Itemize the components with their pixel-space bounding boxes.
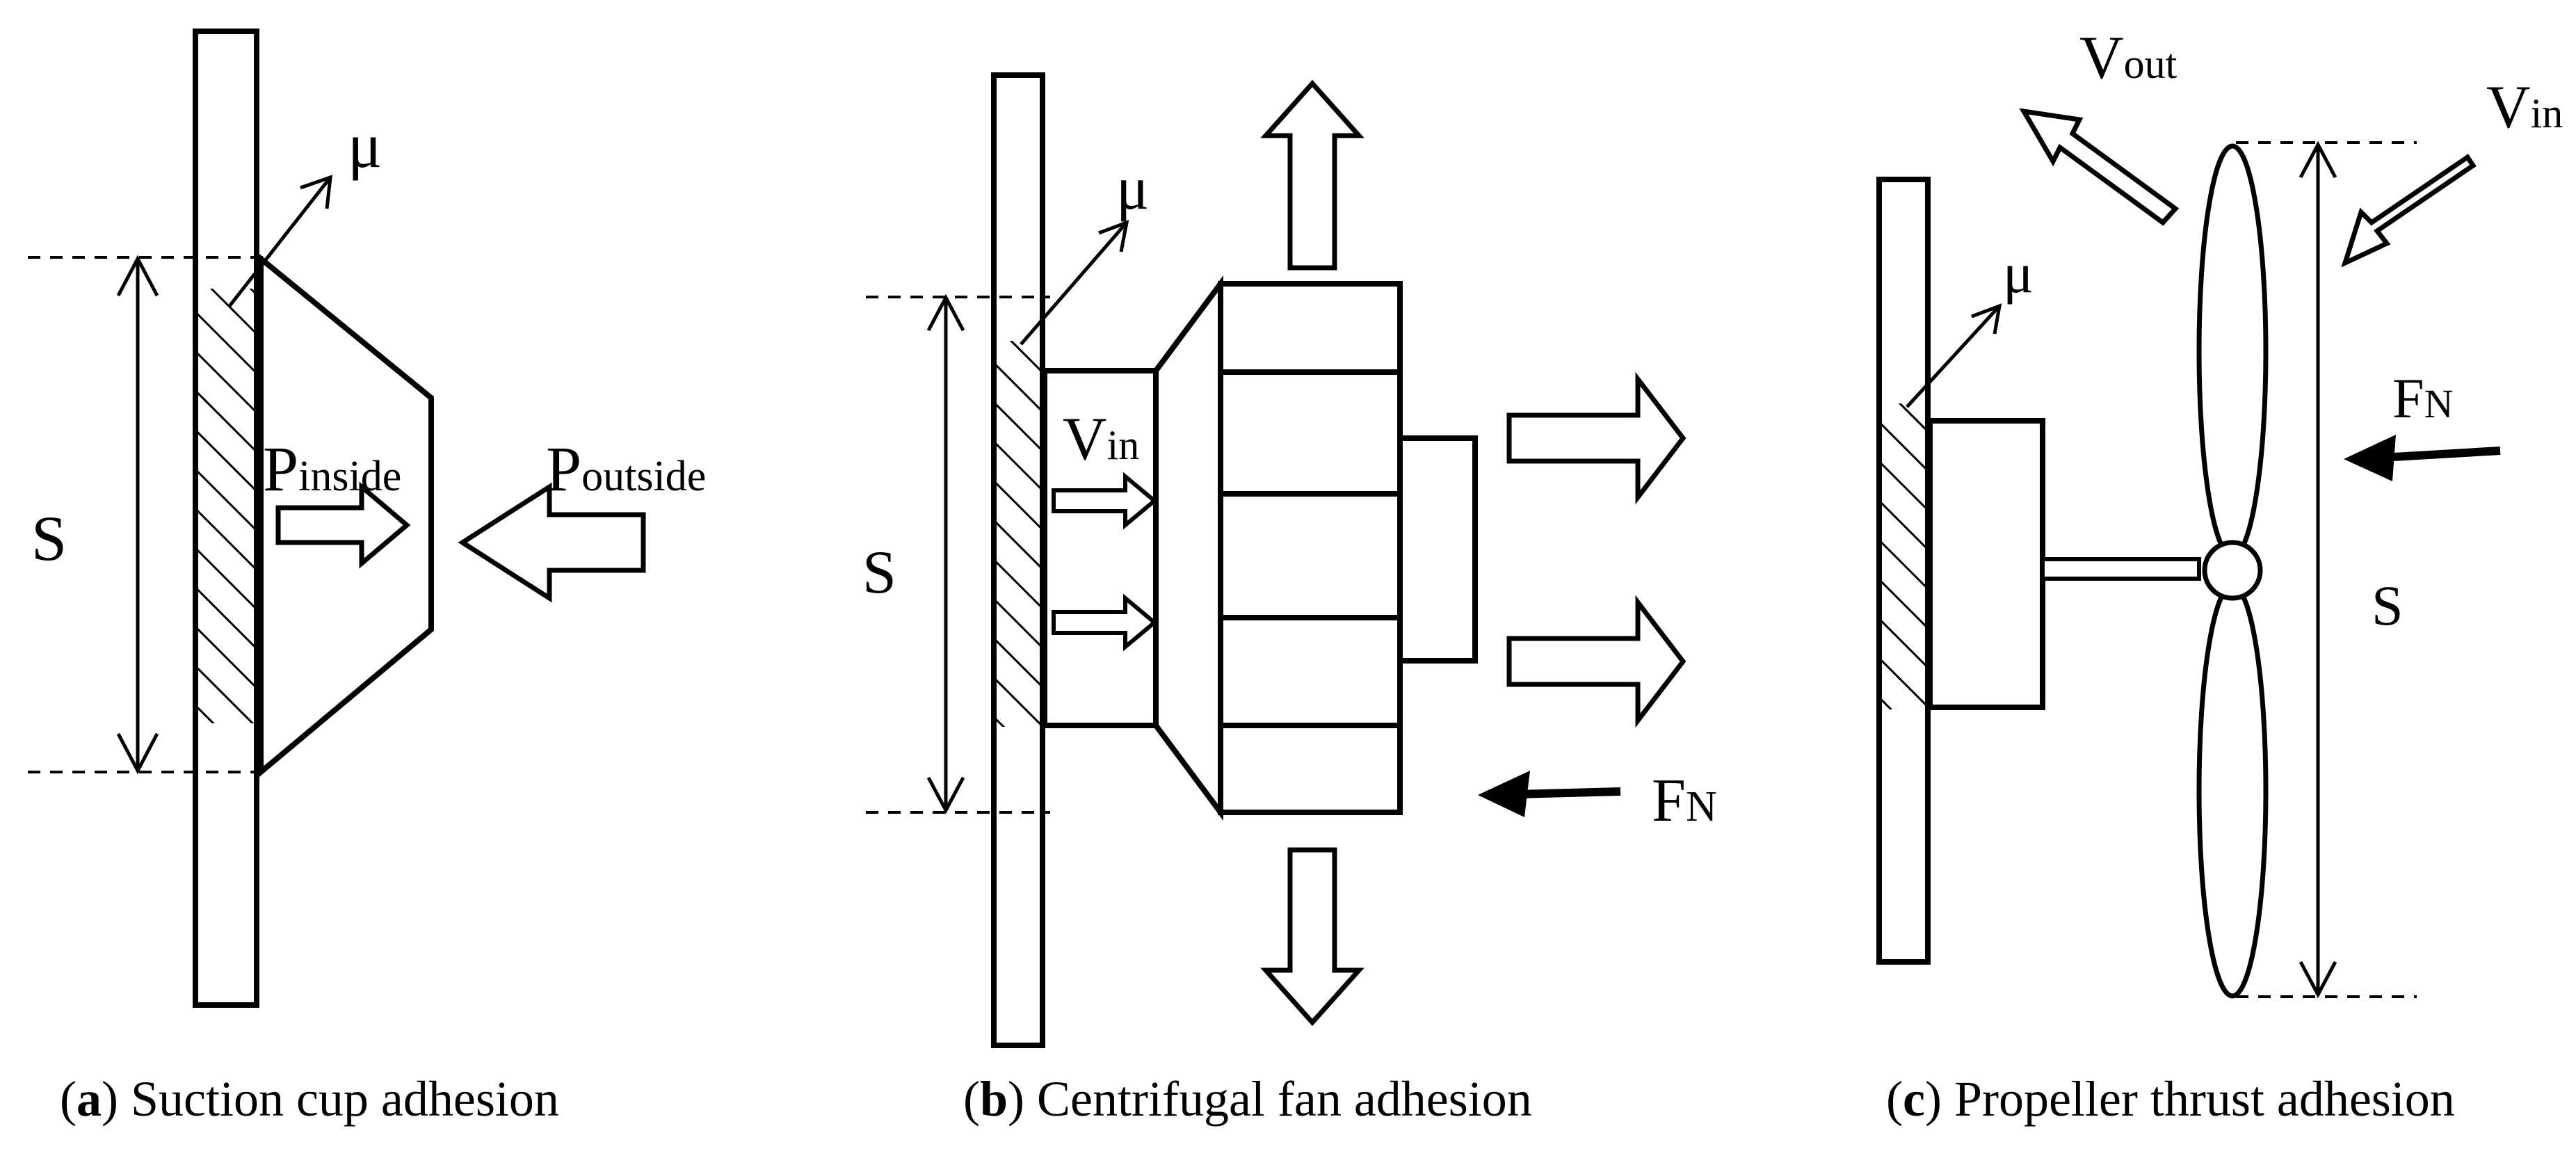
dimension-arrow-s	[2299, 140, 2337, 999]
label-f-n: FN	[2392, 367, 2454, 430]
outflow-arrow-bottom	[1260, 847, 1365, 1027]
propeller-blade-top	[2196, 143, 2269, 559]
inflow-arrow	[2341, 154, 2477, 268]
fan-shroud	[1153, 275, 1223, 821]
label-v-out: Vout	[2079, 24, 2177, 92]
label-v-in: Vin	[1063, 405, 1139, 473]
label-s: S	[2372, 574, 2404, 637]
caption-letter: b	[979, 1071, 1008, 1127]
propeller-shaft	[2040, 557, 2201, 581]
mu-arrow	[1020, 220, 1129, 346]
label-s: S	[31, 503, 67, 574]
label-mu: μ	[2003, 241, 2034, 305]
caption-panel-a: (a) Suction cup adhesion	[60, 1071, 559, 1127]
propeller-blade-bottom	[2196, 583, 2269, 999]
caption-letter: c	[1902, 1071, 1925, 1127]
dimension-arrow-s	[116, 255, 159, 775]
outflow-arrow-right-1	[1506, 371, 1687, 505]
mu-arrow	[1906, 303, 2002, 408]
contact-hatch	[1879, 403, 1928, 709]
dimension-arrow-s	[926, 294, 965, 814]
suction-cup	[258, 252, 434, 778]
label-mu: μ	[348, 110, 382, 181]
caption-letter: a	[76, 1071, 102, 1127]
panel-a: S μ Pinside Poutside	[28, 29, 706, 1008]
caption-text: Propeller thrust adhesion	[1954, 1071, 2455, 1127]
contact-hatch	[994, 341, 1043, 727]
label-f-n: FN	[1652, 767, 1717, 835]
inlet-duct	[1042, 368, 1159, 728]
inlet-arrow-2	[1052, 593, 1158, 652]
panel-c: μ S Vout Vin FN	[1876, 24, 2563, 999]
force-arrow-fn	[2344, 435, 2501, 481]
label-s: S	[862, 539, 896, 606]
caption-panel-c: (c) Propeller thrust adhesion	[1886, 1071, 2455, 1127]
contact-hatch	[195, 289, 257, 723]
label-mu: μ	[1116, 155, 1149, 223]
panel-b: S μ Vin FN	[862, 72, 1717, 1048]
fan-housing	[1218, 281, 1403, 815]
inlet-arrow-1	[1052, 472, 1158, 530]
caption-text: Suction cup adhesion	[130, 1071, 559, 1127]
hollow-arrow-outside	[458, 482, 646, 603]
fan-blade-dividers	[1221, 369, 1400, 728]
propeller-hub	[2202, 540, 2263, 601]
label-p-inside: Pinside	[263, 433, 401, 504]
caption-panel-b: (b) Centrifugal fan adhesion	[963, 1071, 1532, 1127]
motor-body	[1927, 418, 2045, 710]
motor	[1397, 435, 1478, 664]
label-v-in: Vin	[2486, 74, 2563, 141]
label-p-outside: Poutside	[546, 433, 706, 504]
hollow-arrow-inside	[275, 481, 411, 569]
mu-arrow	[228, 175, 332, 307]
caption-text: Centrifugal fan adhesion	[1037, 1071, 1532, 1127]
outflow-arrow-top	[1260, 79, 1365, 271]
outflow-arrow-right-2	[1506, 595, 1687, 728]
outflow-arrow	[2019, 108, 2180, 226]
force-arrow-fn	[1478, 771, 1621, 817]
